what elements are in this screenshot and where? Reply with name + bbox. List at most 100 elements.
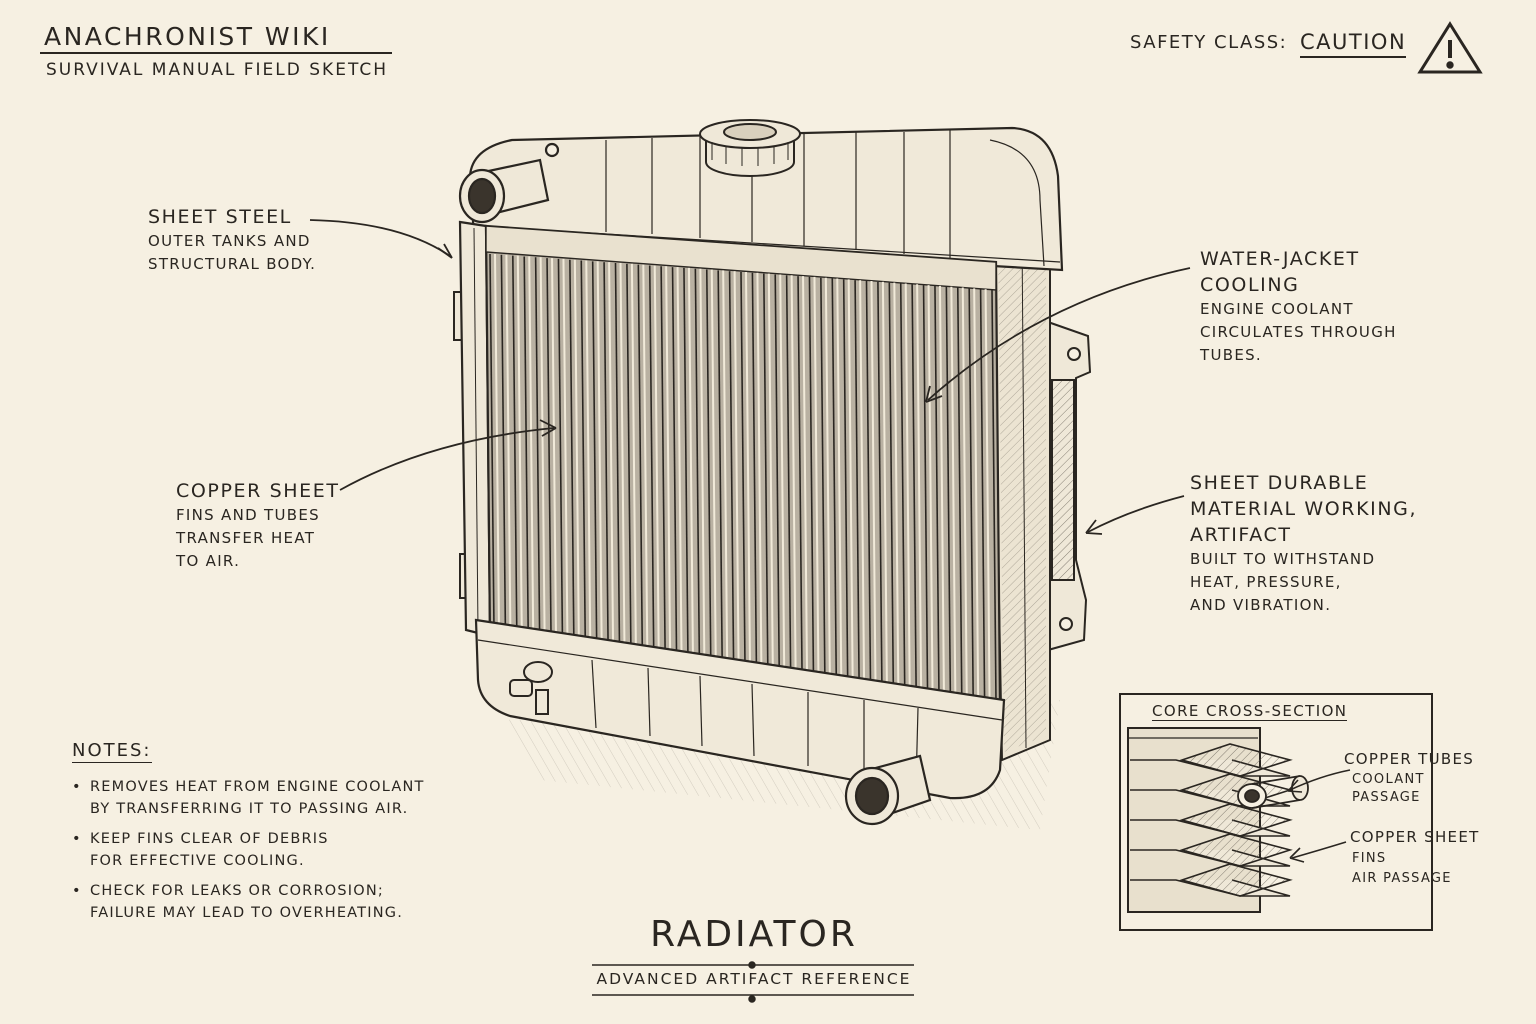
core-tube-line — [797, 276, 803, 675]
core-fin-highlight — [539, 257, 546, 637]
callout-heading: SHEET DURABLE — [1190, 472, 1369, 494]
core-fin-highlight — [927, 285, 934, 693]
core-tube-line — [660, 266, 666, 655]
diagram-subtitle: ADVANCED ARTIFACT REFERENCE — [596, 970, 912, 988]
core-tube-line — [648, 265, 655, 653]
core-tube-line — [683, 267, 689, 658]
core-tube-line — [842, 279, 849, 681]
note-line: BY TRANSFERRING IT TO PASSING AIR. — [90, 801, 409, 817]
core-fin-highlight — [881, 281, 888, 686]
core-tube-line — [512, 255, 518, 634]
core-tube-line — [911, 284, 917, 691]
cross-section-inset — [1119, 693, 1433, 931]
notes-list: REMOVES HEAT FROM ENGINE COOLANT BY TRAN… — [72, 776, 452, 932]
core-tube-line — [603, 262, 609, 647]
callout-line: TRANSFER HEAT — [176, 529, 316, 547]
cross-section-tubes-label: COPPER TUBES COOLANT PASSAGE — [1344, 748, 1474, 807]
callout-line: BUILT TO WITHSTAND — [1190, 550, 1376, 568]
core-fin-highlight — [551, 258, 558, 639]
core-fin-highlight — [813, 276, 820, 676]
callout-line: HEAT, PRESSURE, — [1190, 573, 1342, 591]
core-tube-line — [705, 269, 712, 662]
callout-heading: ARTIFACT — [1190, 524, 1292, 546]
callout-line: CIRCULATES THROUGH — [1200, 323, 1397, 341]
core-fin-highlight — [516, 255, 523, 634]
filler-cap — [699, 119, 801, 177]
cs-label-line: AIR PASSAGE — [1352, 871, 1452, 886]
core-tube-line — [968, 288, 974, 699]
callout-leaders — [309, 219, 1191, 535]
core-fin-highlight — [733, 271, 740, 665]
cs-label-line: FINS — [1352, 851, 1387, 866]
core-fin-highlight — [836, 278, 843, 680]
callout-sheet-steel: SHEET STEEL OUTER TANKS AND STRUCTURAL B… — [148, 204, 316, 276]
core-tube-line — [751, 272, 758, 668]
callout-line: TUBES. — [1200, 346, 1262, 364]
title-rule — [40, 52, 392, 54]
cs-label-heading: COPPER TUBES — [1344, 750, 1475, 768]
core-tube-line — [626, 263, 632, 650]
core-fin-highlight — [847, 279, 854, 681]
warning-triangle-icon — [1417, 21, 1483, 74]
core-tube-line — [945, 286, 952, 696]
cross-section-title: CORE CROSS-SECTION — [1152, 702, 1348, 721]
core-fin-highlight — [494, 253, 500, 631]
core-tube-line — [808, 276, 815, 676]
note-item: KEEP FINS CLEAR OF DEBRIS FOR EFFECTIVE … — [72, 828, 452, 872]
callout-heading: MATERIAL WORKING, — [1190, 498, 1418, 520]
note-item: CHECK FOR LEAKS OR CORROSION; FAILURE MA… — [72, 880, 452, 924]
note-item: REMOVES HEAT FROM ENGINE COOLANT BY TRAN… — [72, 776, 452, 820]
notes-title: NOTES: — [72, 740, 152, 763]
core-tube-line — [694, 268, 701, 660]
core-fin-highlight — [859, 280, 866, 683]
title-rules — [592, 961, 914, 1003]
core-fin-highlight — [687, 267, 694, 658]
core-fin-highlight — [528, 256, 535, 635]
core-tube-line — [956, 287, 963, 698]
upper-inlet — [458, 158, 550, 224]
callout-durable-material: SHEET DURABLE MATERIAL WORKING, ARTIFACT… — [1190, 470, 1417, 617]
core-fin-highlight — [722, 270, 729, 663]
core-tube-line — [489, 253, 495, 631]
core-tube-line — [740, 271, 746, 667]
core-tube-line — [820, 277, 826, 678]
core-tube-line — [865, 280, 872, 685]
core-fin-highlight — [790, 275, 797, 673]
note-line: CHECK FOR LEAKS OR CORROSION; — [90, 883, 384, 899]
callout-line: TO AIR. — [176, 552, 241, 570]
note-line: KEEP FINS CLEAR OF DEBRIS — [90, 831, 329, 847]
core-tube-line — [774, 274, 781, 671]
callout-water-jacket: WATER-JACKET COOLING ENGINE COOLANT CIRC… — [1200, 246, 1397, 367]
core-tube-line — [637, 264, 644, 652]
callout-heading: WATER-JACKET — [1200, 248, 1360, 270]
drain-plug — [509, 661, 553, 715]
core-fin-highlight — [505, 254, 512, 632]
cs-label-heading: COPPER SHEET — [1350, 828, 1480, 846]
safety-class-value: CAUTION — [1300, 30, 1407, 58]
core-tube-line — [899, 283, 906, 689]
core-fin-highlight — [984, 289, 991, 701]
core-fin-highlight — [573, 259, 580, 642]
callout-line: STRUCTURAL BODY. — [148, 255, 317, 273]
cs-tube-ends — [1237, 775, 1309, 809]
core-tube-line — [580, 260, 587, 644]
core-tube-line — [854, 280, 860, 683]
core-tube-line — [763, 273, 769, 670]
note-line: FAILURE MAY LEAD TO OVERHEATING. — [90, 905, 404, 921]
core-tube-line — [534, 257, 541, 637]
note-line: FOR EFFECTIVE COOLING. — [90, 853, 305, 869]
core-tube-line — [934, 285, 940, 694]
core-tube-line — [922, 285, 929, 693]
core-fin-highlight — [767, 273, 774, 670]
safety-class-label: SAFETY CLASS: — [1130, 32, 1288, 53]
core-tube-line — [523, 256, 530, 635]
callout-line: ENGINE COOLANT — [1200, 300, 1354, 318]
callout-heading: COPPER SHEET — [176, 480, 340, 502]
core-fin-highlight — [653, 265, 660, 653]
core-tube-line — [888, 282, 895, 688]
callout-line: AND VIBRATION. — [1190, 596, 1332, 614]
core-fin-highlight — [961, 287, 968, 698]
core-fin-highlight — [596, 261, 603, 645]
bottom-tank — [474, 618, 1006, 800]
